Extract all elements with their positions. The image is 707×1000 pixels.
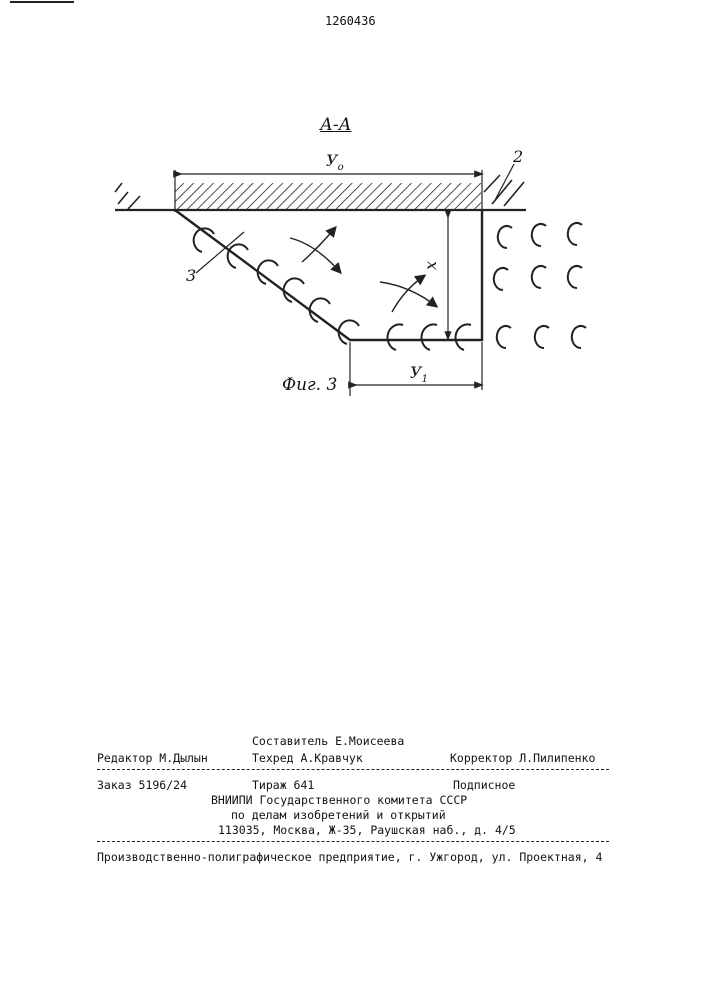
flow-arrows: [290, 228, 436, 312]
flow-arrow: [290, 238, 340, 272]
leader-3: [196, 232, 244, 273]
figure-caption: Фиг. 3: [282, 375, 337, 395]
org-line-1: ВНИИПИ Государственного комитета СССР: [211, 793, 467, 807]
wall-hatching-right: [484, 175, 524, 206]
wall-hatching: [175, 183, 481, 210]
dim-y1-label: У1: [410, 363, 428, 385]
address: 113035, Москва, Ж-35, Раушская наб., д. …: [218, 823, 516, 837]
barrier-outline: [175, 210, 482, 340]
order: Заказ 5196/24: [97, 778, 187, 792]
techred: Техред А.Кравчук: [252, 751, 363, 765]
dim-y0-label: Уo: [326, 151, 344, 173]
editor: Редактор М.Дылын: [97, 751, 208, 765]
corrector: Корректор Л.Пилипенко: [450, 751, 595, 765]
free-vortex: [535, 326, 549, 348]
wall-hatching-left: [115, 183, 140, 209]
divider-top: [97, 769, 609, 770]
printer: Производственно-полиграфическое предприя…: [97, 850, 602, 864]
compiler: Составитель Е.Моисеева: [252, 734, 404, 748]
dim-y1-subscript: 1: [422, 374, 428, 385]
bottom-vortices: [388, 324, 471, 350]
ref-label-2: 2: [513, 147, 523, 166]
dim-y0-subscript: o: [338, 162, 344, 173]
subscription: Подписное: [453, 778, 515, 792]
divider-bottom: [97, 841, 609, 842]
free-vortex: [568, 223, 582, 245]
circulation: Тираж 641: [252, 778, 314, 792]
flow-arrow: [380, 282, 436, 306]
free-vortex: [572, 326, 586, 348]
ref-label-3: 3: [186, 266, 196, 285]
bottom-vortex: [422, 324, 437, 350]
bottom-vortex: [388, 324, 403, 350]
org-line-2: по делам изобретений и открытий: [231, 808, 446, 822]
free-vortex: [532, 224, 546, 246]
flow-arrow: [392, 276, 424, 312]
free-vortex: [532, 266, 546, 288]
leader-2: [494, 164, 514, 202]
bottom-vortex: [456, 324, 471, 350]
dim-y1-letter: У: [410, 363, 422, 382]
free-vortex: [497, 326, 511, 348]
free-vortex: [494, 268, 508, 290]
free-vortex: [568, 266, 582, 288]
free-vortex: [498, 226, 512, 248]
dim-x-label: х: [421, 261, 440, 270]
free-vortices: [494, 223, 586, 348]
dim-y0-letter: У: [326, 151, 338, 170]
